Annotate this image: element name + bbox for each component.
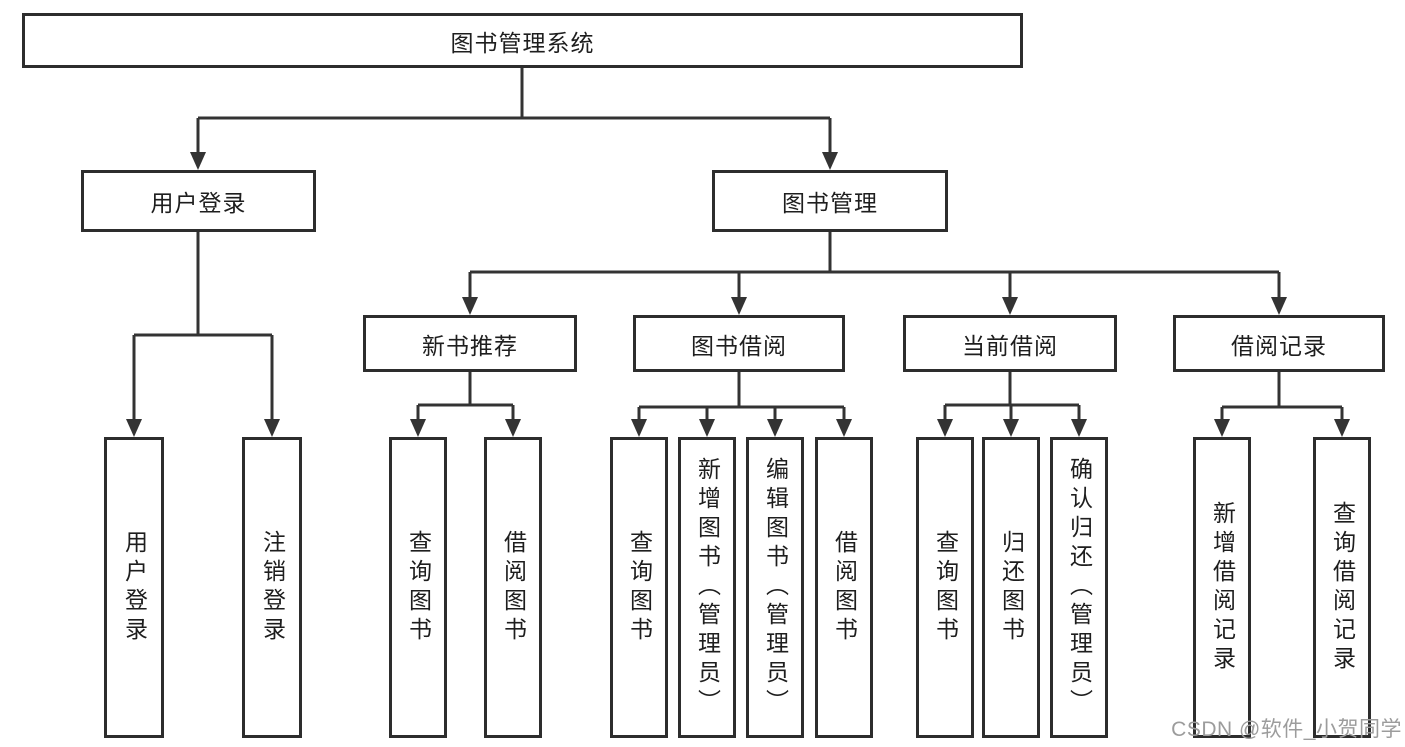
leaf-user-login: 用户登录 — [104, 437, 164, 738]
leaf-query-books-current: 查询图书 — [916, 437, 974, 738]
node-book-borrow: 图书借阅 — [633, 315, 845, 372]
leaf-edit-books-admin: 编辑图书（管理员） — [746, 437, 804, 738]
leaf-add-borrow-record: 新增借阅记录 — [1193, 437, 1251, 738]
leaf-query-borrow-record: 查询借阅记录 — [1313, 437, 1371, 738]
leaf-query-books-borrow: 查询图书 — [610, 437, 668, 738]
node-root-system: 图书管理系统 — [22, 13, 1023, 68]
arrowheads — [126, 152, 1350, 437]
leaf-borrow-books: 借阅图书 — [815, 437, 873, 738]
csdn-watermark: CSDN @软件_小贺同学 — [1171, 718, 1402, 741]
leaf-add-books-admin: 新增图书（管理员） — [678, 437, 736, 738]
leaf-logout: 注销登录 — [242, 437, 302, 738]
node-book-management: 图书管理 — [712, 170, 948, 232]
node-current-borrow: 当前借阅 — [903, 315, 1117, 372]
node-user-login: 用户登录 — [81, 170, 316, 232]
leaf-borrow-books-recommend: 借阅图书 — [484, 437, 542, 738]
node-new-book-recommend: 新书推荐 — [363, 315, 577, 372]
leaf-query-books-recommend: 查询图书 — [389, 437, 447, 738]
node-borrow-records: 借阅记录 — [1173, 315, 1385, 372]
leaf-confirm-return-admin: 确认归还（管理员） — [1050, 437, 1108, 738]
leaf-return-books: 归还图书 — [982, 437, 1040, 738]
